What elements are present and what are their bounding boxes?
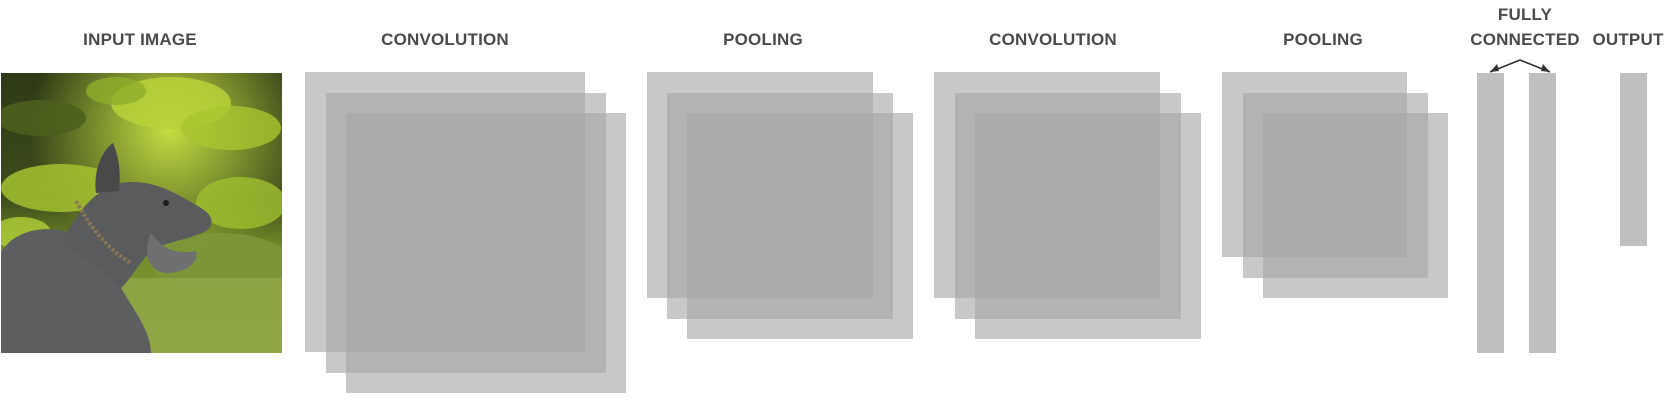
pool1-feature-map-3 [687, 113, 913, 339]
fc-vector-1 [1477, 73, 1504, 353]
label-pooling-2: POOLING [1283, 30, 1363, 49]
pool2-feature-map-3 [1263, 113, 1448, 298]
fc-connection-arrow-icon [1489, 59, 1551, 73]
conv1-feature-map-3 [346, 113, 626, 393]
label-fully: FULLY [1497, 5, 1553, 24]
label-pooling-1: POOLING [723, 30, 803, 49]
label-input-image: INPUT IMAGE [83, 30, 197, 49]
label-connected: CONNECTED [1470, 30, 1580, 49]
label-output: OUTPUT [1592, 30, 1664, 49]
fc-vector-2 [1529, 73, 1556, 353]
output-vector [1620, 73, 1647, 246]
label-convolution-1: CONVOLUTION [381, 30, 509, 49]
conv2-feature-map-3 [975, 113, 1201, 339]
input-image [1, 73, 282, 353]
label-convolution-2: CONVOLUTION [989, 30, 1117, 49]
